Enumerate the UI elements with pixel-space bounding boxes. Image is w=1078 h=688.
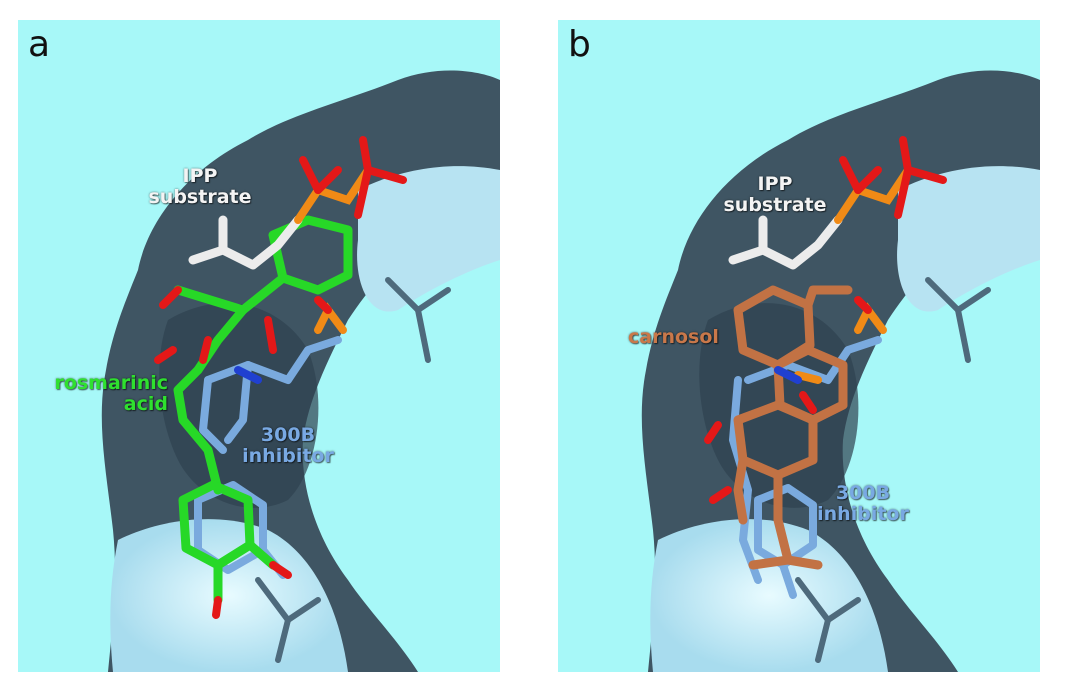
ipp-label-line2: substrate	[148, 186, 252, 208]
ipp-substrate-sticks-b	[728, 215, 843, 270]
heteroatom-sticks-b	[704, 366, 817, 504]
inhibitor-label-line1-b: 300B	[835, 482, 891, 504]
carnosol-label: carnosol	[628, 327, 738, 348]
inhibitor-label-a: 300B inhibitor	[233, 425, 343, 467]
ipp-substrate-label-a: IPP substrate	[145, 166, 255, 208]
inhibitor-label-line1: 300B	[260, 424, 316, 446]
phosphate-sticks-b	[794, 136, 947, 384]
carnosol-label-text: carnosol	[628, 326, 719, 348]
molecular-render-a	[18, 20, 500, 672]
surface-shadow-a	[159, 303, 319, 508]
residue-sticks-b	[795, 277, 991, 663]
inhibitor-label-line2-b: inhibitor	[817, 503, 909, 525]
surface-highlight-a	[110, 519, 348, 672]
inhibitor-label-b: 300B inhibitor	[803, 483, 923, 525]
phosphate-sticks-a	[264, 136, 407, 354]
ipp-label-line2-b: substrate	[723, 194, 827, 216]
ipp-substrate-sticks-a	[188, 215, 303, 270]
protein-surface-light-b	[897, 166, 1040, 312]
panel-letter-a: a	[28, 24, 51, 65]
carnosol-sticks-b	[733, 285, 853, 570]
ipp-substrate-label-b: IPP substrate	[715, 174, 835, 216]
surface-highlight-b	[650, 519, 888, 672]
ligand-label-line1: rosmarinic	[54, 372, 168, 394]
panel-a: a IPP substrate rosmarinic acid 300B inh…	[18, 20, 500, 672]
panel-b: b IPP substrate carnosol 300B inhibitor	[558, 20, 1040, 672]
residue-sticks-a	[255, 277, 451, 663]
ipp-label-line1: IPP	[182, 165, 218, 187]
heteroatom-sticks-a	[154, 286, 292, 619]
molecular-render-b	[558, 20, 1040, 672]
panel-letter-b: b	[568, 24, 591, 65]
rosmarinic-acid-sticks-a	[173, 215, 353, 605]
ligand-label-line2: acid	[123, 393, 168, 415]
rosmarinic-acid-label: rosmarinic acid	[18, 373, 168, 415]
protein-surface-light-a	[357, 166, 500, 312]
inhibitor-label-line2: inhibitor	[242, 445, 334, 467]
ipp-label-line1-b: IPP	[757, 173, 793, 195]
